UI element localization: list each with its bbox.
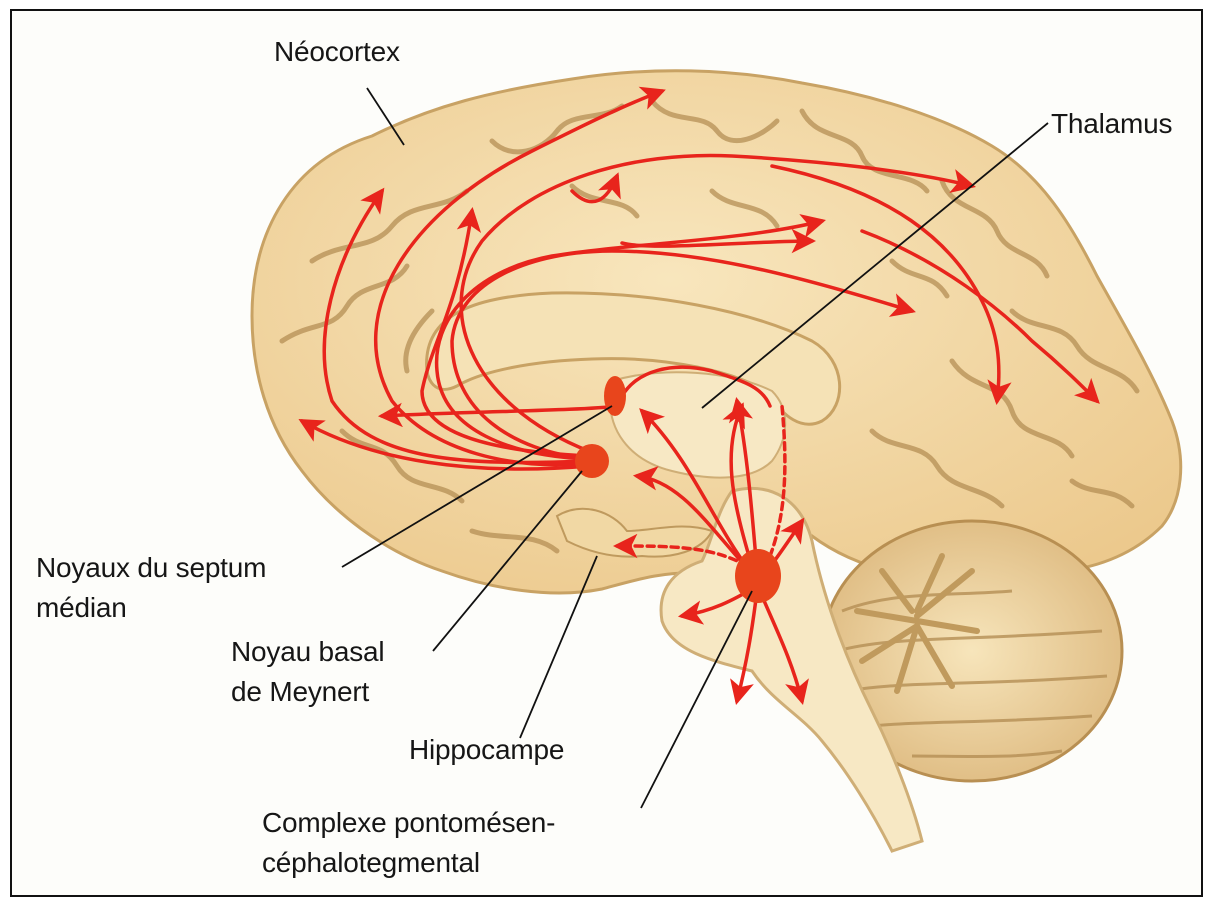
pontomesencephalic-nucleus	[735, 549, 781, 603]
label-septum-line1: Noyaux du septum	[36, 551, 266, 585]
label-meynert-line1: Noyau basal	[231, 635, 384, 669]
label-hippocampe: Hippocampe	[409, 733, 564, 767]
label-neocortex: Néocortex	[274, 35, 400, 69]
figure-frame: Néocortex Thalamus Noyaux du septum médi…	[10, 9, 1203, 897]
label-complexe-line1: Complexe pontomésen-	[262, 806, 555, 840]
label-septum-line2: médian	[36, 591, 127, 625]
label-meynert-line2: de Meynert	[231, 675, 369, 709]
label-thalamus: Thalamus	[1051, 107, 1172, 141]
label-complexe-line2: céphalotegmental	[262, 846, 480, 880]
septal-nucleus	[604, 376, 626, 416]
brain-cholinergic-pathways-diagram	[12, 11, 1203, 897]
